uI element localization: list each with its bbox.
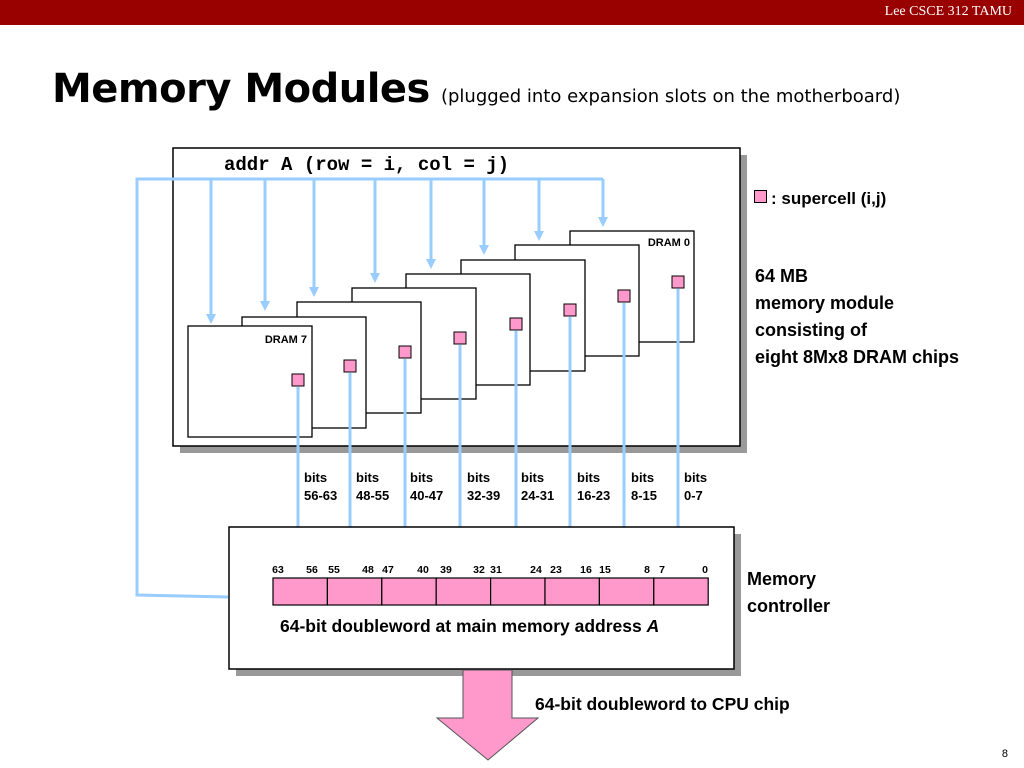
bit-number-24: 24 [530, 564, 542, 576]
bit-group-range-0: 56-63 [304, 488, 337, 503]
supercell-0 [671, 275, 685, 289]
description-line-1: 64 MB [755, 266, 809, 286]
address-arrows [206, 179, 608, 324]
bit-number-39: 39 [440, 564, 452, 576]
bit-group-range-3: 32-39 [467, 488, 500, 503]
dram-7-label: DRAM 7 [265, 334, 307, 346]
course-label: Lee CSCE 312 TAMU [884, 4, 1012, 19]
bit-group-top-6: bits [631, 470, 654, 485]
register-byte-0 [272, 577, 329, 606]
bit-group-top-4: bits [521, 470, 544, 485]
data-arrows [291, 275, 685, 557]
register-byte-7 [653, 577, 709, 606]
supercell-5 [398, 345, 412, 359]
bit-number-0: 0 [702, 564, 708, 576]
register-byte-3 [435, 577, 492, 606]
bit-number-31: 31 [490, 564, 502, 576]
bit-group-range-2: 40-47 [410, 488, 443, 503]
address-label: addr A (row = i, col = j) [224, 154, 509, 176]
bit-number-8: 8 [644, 564, 650, 576]
bit-number-16: 16 [580, 564, 592, 576]
bit-number-47: 47 [382, 564, 394, 576]
bit-number-55: 55 [328, 564, 340, 576]
bit-number-7: 7 [659, 564, 665, 576]
bit-number-63: 63 [272, 564, 284, 576]
bit-group-top-5: bits [577, 470, 600, 485]
bit-number-40: 40 [417, 564, 429, 576]
controller-label-line-1: Memory [747, 569, 817, 589]
supercell-swatch [754, 190, 767, 203]
controller-label-line-2: controller [747, 596, 831, 616]
dram-chip-7 [187, 325, 313, 438]
bit-number-15: 15 [599, 564, 611, 576]
title-main: Memory Modules [52, 66, 430, 112]
doubleword-register [272, 577, 709, 606]
description-line-3: consisting of [755, 320, 867, 340]
bit-group-top-0: bits [304, 470, 327, 485]
supercell-6 [343, 359, 357, 373]
supercell-7 [291, 373, 305, 387]
description-line-2: memory module [755, 293, 895, 313]
page-number: 8 [1001, 748, 1008, 760]
bit-group-range-1: 48-55 [356, 488, 389, 503]
bit-group-range-5: 16-23 [577, 488, 610, 503]
register-byte-2 [381, 577, 437, 606]
address-bus-line [135, 177, 603, 599]
cpu-output-arrow [435, 669, 540, 761]
cpu-output-label: 64-bit doubleword to CPU chip [535, 694, 790, 714]
dram-0-label: DRAM 0 [648, 237, 690, 249]
description-line-4: eight 8Mx8 DRAM chips [755, 347, 960, 367]
bit-group-range-7: 0-7 [684, 488, 703, 503]
bit-number-23: 23 [550, 564, 562, 576]
supercell-legend: : supercell (i,j) [771, 189, 887, 208]
register-byte-5 [544, 577, 601, 606]
doubleword-label: 64-bit doubleword at main memory address… [280, 616, 659, 636]
bit-group-top-7: bits [684, 470, 707, 485]
register-byte-4 [490, 577, 546, 606]
bit-group-top-1: bits [356, 470, 379, 485]
page-title: Memory Modules (plugged into expansion s… [52, 66, 900, 112]
bit-number-48: 48 [362, 564, 374, 576]
bit-group-range-4: 24-31 [521, 488, 554, 503]
register-byte-6 [598, 577, 655, 606]
supercell-1 [617, 289, 631, 303]
bit-group-top-3: bits [467, 470, 490, 485]
module-description: 64 MB memory module consisting of eight … [755, 263, 959, 371]
supercell-4 [453, 331, 467, 345]
bit-group-top-2: bits [410, 470, 433, 485]
memory-controller-label: Memory controller [747, 566, 830, 620]
header-bar: Lee CSCE 312 TAMU [0, 0, 1024, 25]
bit-group-labels: bits 56-63 bits 48-55 bits 40-47 bits 32-39 bits… [304, 470, 707, 503]
bit-number-32: 32 [473, 564, 485, 576]
bit-group-range-6: 8-15 [631, 488, 657, 503]
register-byte-1 [326, 577, 383, 606]
bit-number-56: 56 [306, 564, 318, 576]
title-subtitle: (plugged into expansion slots on the mot… [440, 86, 901, 107]
supercell-2 [563, 303, 577, 317]
supercell-3 [509, 317, 523, 331]
